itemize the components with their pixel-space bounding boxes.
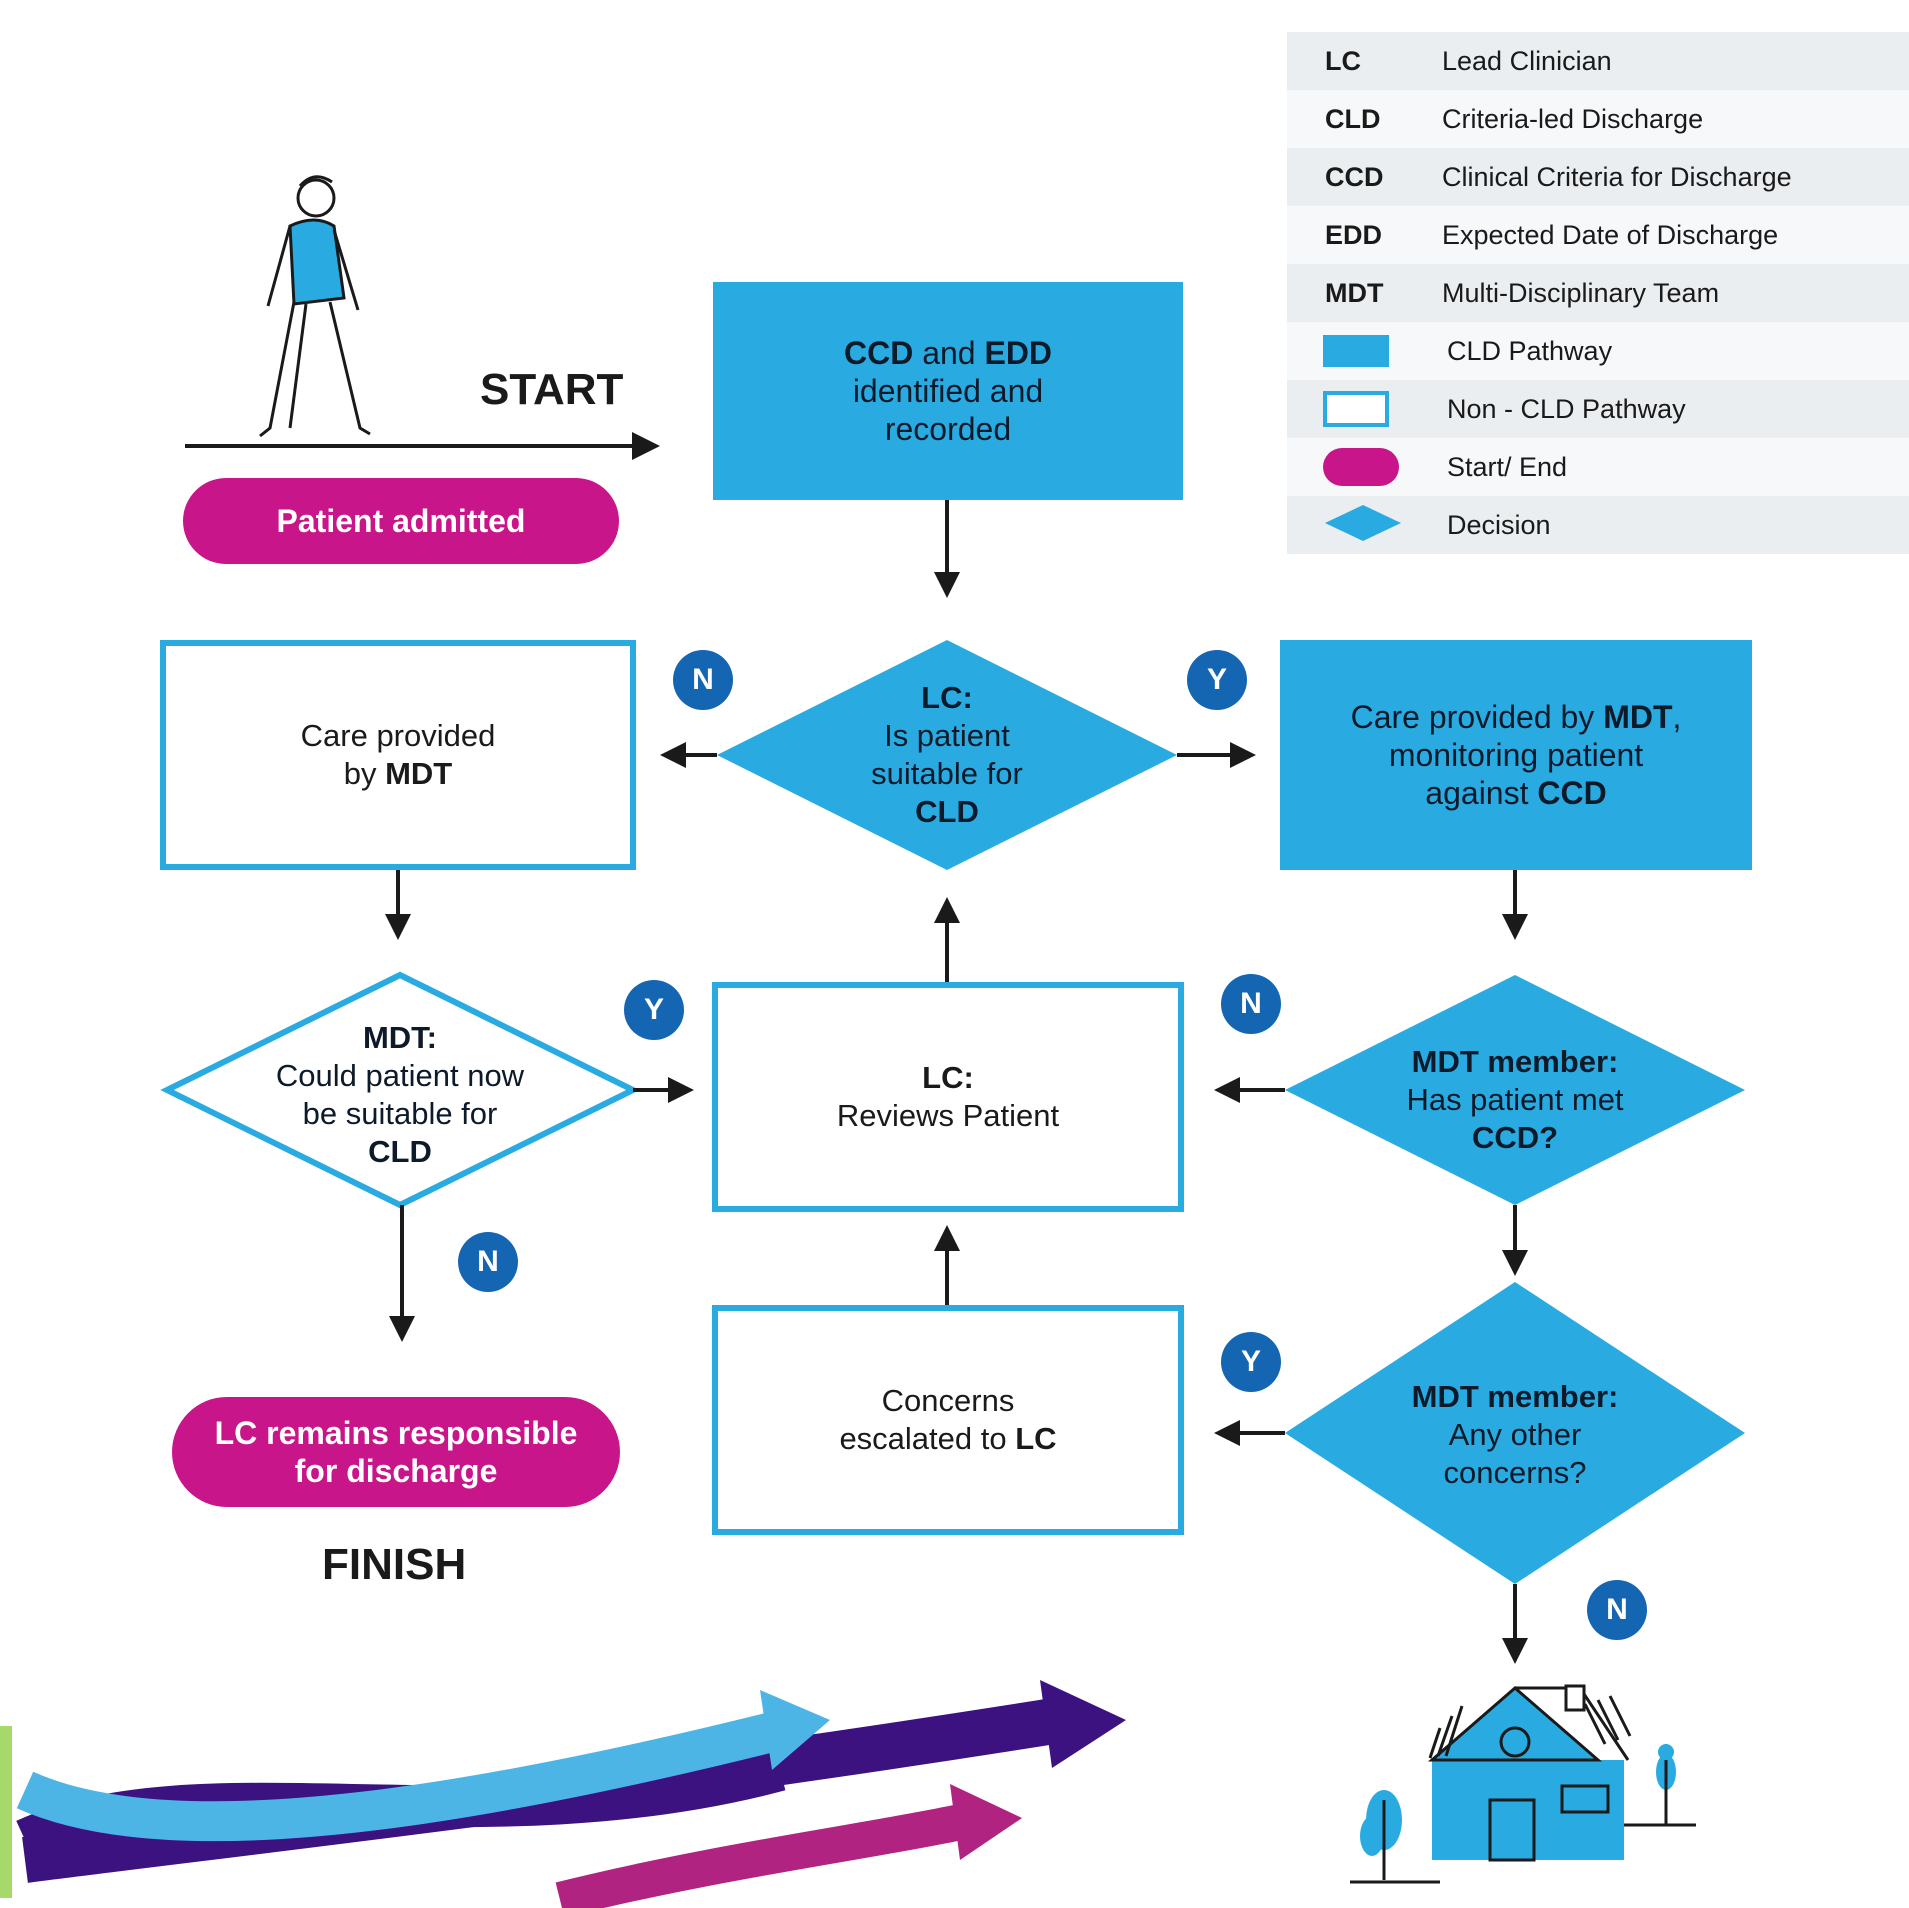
care-mdt-monitoring-box: Care provided by MDT, monitoring patient… bbox=[1280, 640, 1752, 870]
mdt-other-line3: concerns? bbox=[1443, 1455, 1587, 1490]
legend-abbr: CCD bbox=[1325, 161, 1384, 192]
yes-badge: Y bbox=[1221, 1332, 1281, 1392]
lc-suitable-line3: suitable for bbox=[871, 756, 1023, 791]
lc-reviews-box: LC: Reviews Patient bbox=[712, 982, 1184, 1212]
legend-meaning: Criteria-led Discharge bbox=[1442, 103, 1704, 134]
legend-abbr: LC bbox=[1325, 45, 1361, 76]
lc-reviews-line2: Reviews Patient bbox=[836, 1098, 1060, 1133]
walking-person-icon bbox=[259, 175, 371, 438]
legend-row-cld: CLD Criteria-led Discharge bbox=[1287, 90, 1909, 148]
mdt-other-text: MDT member: Any other concerns? bbox=[1335, 1375, 1695, 1495]
small-tree-icon bbox=[1656, 1744, 1676, 1826]
care-mdt-line1: Care provided bbox=[300, 718, 496, 753]
legend-row-mdt: MDT Multi-Disciplinary Team bbox=[1287, 264, 1909, 322]
legend-row-edd: EDD Expected Date of Discharge bbox=[1287, 206, 1909, 264]
no-badge: N bbox=[1587, 1580, 1647, 1640]
no-badge: N bbox=[673, 650, 733, 710]
legend-row-ccd: CCD Clinical Criteria for Discharge bbox=[1287, 148, 1909, 206]
care-mdt-term: MDT bbox=[385, 756, 453, 791]
no-badge: N bbox=[458, 1232, 518, 1292]
mdt-could-line3: be suitable for bbox=[302, 1096, 498, 1131]
legend: LC Lead Clinician CLD Criteria-led Disch… bbox=[1287, 32, 1909, 554]
care-monitor-ccd: CCD bbox=[1537, 775, 1607, 811]
lc-remains-line2: for discharge bbox=[294, 1453, 498, 1489]
diamond-icon bbox=[1325, 504, 1401, 541]
lc-suitable-text: LC: Is patient suitable for CLD bbox=[767, 670, 1127, 840]
decision-diamond-mdt-met bbox=[1285, 975, 1745, 1205]
patient-admitted-pill: Patient admitted bbox=[183, 478, 619, 564]
edd-term: EDD bbox=[984, 335, 1053, 371]
tree-icon bbox=[1360, 1790, 1402, 1880]
legend-meaning: Expected Date of Discharge bbox=[1442, 219, 1779, 250]
mdt-met-line2: Has patient met bbox=[1406, 1082, 1624, 1117]
house-icon bbox=[1350, 1684, 1696, 1884]
patient-admitted-label: Patient admitted bbox=[276, 503, 526, 539]
legend-symbol-label: Non - CLD Pathway bbox=[1447, 393, 1686, 424]
legend-abbr: MDT bbox=[1325, 277, 1384, 308]
care-monitor-line2: monitoring patient bbox=[1388, 737, 1644, 773]
pill-icon bbox=[1323, 448, 1399, 486]
concerns-lc: LC bbox=[1015, 1421, 1057, 1456]
mdt-other-line1: MDT member: bbox=[1411, 1379, 1619, 1414]
yes-badge: Y bbox=[624, 980, 684, 1040]
yes-badge: Y bbox=[1187, 650, 1247, 710]
no-badge: N bbox=[1221, 974, 1281, 1034]
ccd-edd-line3: recorded bbox=[884, 411, 1012, 447]
decision-diamond-lc-suitable bbox=[717, 640, 1177, 870]
mdt-met-text: MDT member: Has patient met CCD? bbox=[1335, 1040, 1695, 1160]
outlined-rectangle-icon bbox=[1323, 391, 1389, 427]
mdt-other-line2: Any other bbox=[1448, 1417, 1582, 1452]
concerns-escalated-box: Concerns escalated to LC bbox=[712, 1305, 1184, 1535]
ccd-term: CCD bbox=[843, 335, 914, 371]
legend-row-cld-pathway: CLD Pathway bbox=[1287, 322, 1909, 380]
mdt-met-line3: CCD? bbox=[1471, 1120, 1559, 1155]
care-monitor-against: against bbox=[1425, 775, 1538, 811]
lc-suitable-line1: LC: bbox=[921, 680, 973, 715]
ccd-edd-box: CCD and EDD identified and recorded bbox=[713, 282, 1183, 500]
legend-row-decision: Decision bbox=[1287, 496, 1909, 554]
decorative-swoosh-arrows bbox=[16, 1680, 1126, 1908]
legend-symbol-label: Decision bbox=[1447, 509, 1551, 540]
legend-row-start-end: Start/ End bbox=[1287, 438, 1909, 496]
legend-row-non-cld-pathway: Non - CLD Pathway bbox=[1287, 380, 1909, 438]
legend-symbol-label: Start/ End bbox=[1447, 451, 1568, 482]
legend-meaning: Lead Clinician bbox=[1442, 45, 1612, 76]
care-mdt-box: Care provided by MDT bbox=[160, 640, 636, 870]
mdt-could-line4: CLD bbox=[368, 1134, 432, 1169]
care-monitor-comma: , bbox=[1672, 699, 1682, 735]
connector-arrows bbox=[385, 500, 1528, 1664]
decision-diamond-mdt-other bbox=[1285, 1282, 1745, 1584]
legend-meaning: Multi-Disciplinary Team bbox=[1442, 277, 1720, 308]
care-monitor-line1: Care provided by bbox=[1350, 699, 1604, 735]
ccd-edd-line2: identified and bbox=[852, 373, 1044, 409]
and-text: and bbox=[913, 335, 985, 371]
lc-suitable-line2: Is patient bbox=[884, 718, 1010, 753]
lc-reviews-line1: LC: bbox=[922, 1060, 974, 1095]
lc-remains-pill: LC remains responsible for discharge bbox=[172, 1397, 620, 1507]
legend-row-lc: LC Lead Clinician bbox=[1287, 32, 1909, 90]
finish-label: FINISH bbox=[322, 1540, 467, 1589]
legend-abbr: EDD bbox=[1325, 219, 1383, 250]
mdt-could-line1: MDT: bbox=[362, 1020, 438, 1055]
mdt-met-line1: MDT member: bbox=[1411, 1044, 1619, 1079]
filled-rectangle-icon bbox=[1323, 335, 1389, 367]
lc-suitable-line4: CLD bbox=[915, 794, 979, 829]
care-mdt-by: by bbox=[343, 756, 386, 791]
lc-remains-line1: LC remains responsible bbox=[214, 1415, 578, 1451]
care-monitor-mdt: MDT bbox=[1603, 699, 1673, 735]
green-edge-strip bbox=[0, 1726, 12, 1898]
legend-symbol-label: CLD Pathway bbox=[1447, 335, 1613, 366]
concerns-line1: Concerns bbox=[881, 1383, 1015, 1418]
legend-meaning: Clinical Criteria for Discharge bbox=[1442, 161, 1792, 192]
mdt-could-text: MDT: Could patient now be suitable for C… bbox=[220, 1010, 580, 1180]
mdt-could-line2: Could patient now bbox=[275, 1058, 525, 1093]
start-label: START bbox=[480, 365, 624, 414]
start-arrow bbox=[185, 432, 660, 460]
legend-abbr: CLD bbox=[1325, 103, 1381, 134]
concerns-escalated-to: escalated to bbox=[839, 1421, 1016, 1456]
